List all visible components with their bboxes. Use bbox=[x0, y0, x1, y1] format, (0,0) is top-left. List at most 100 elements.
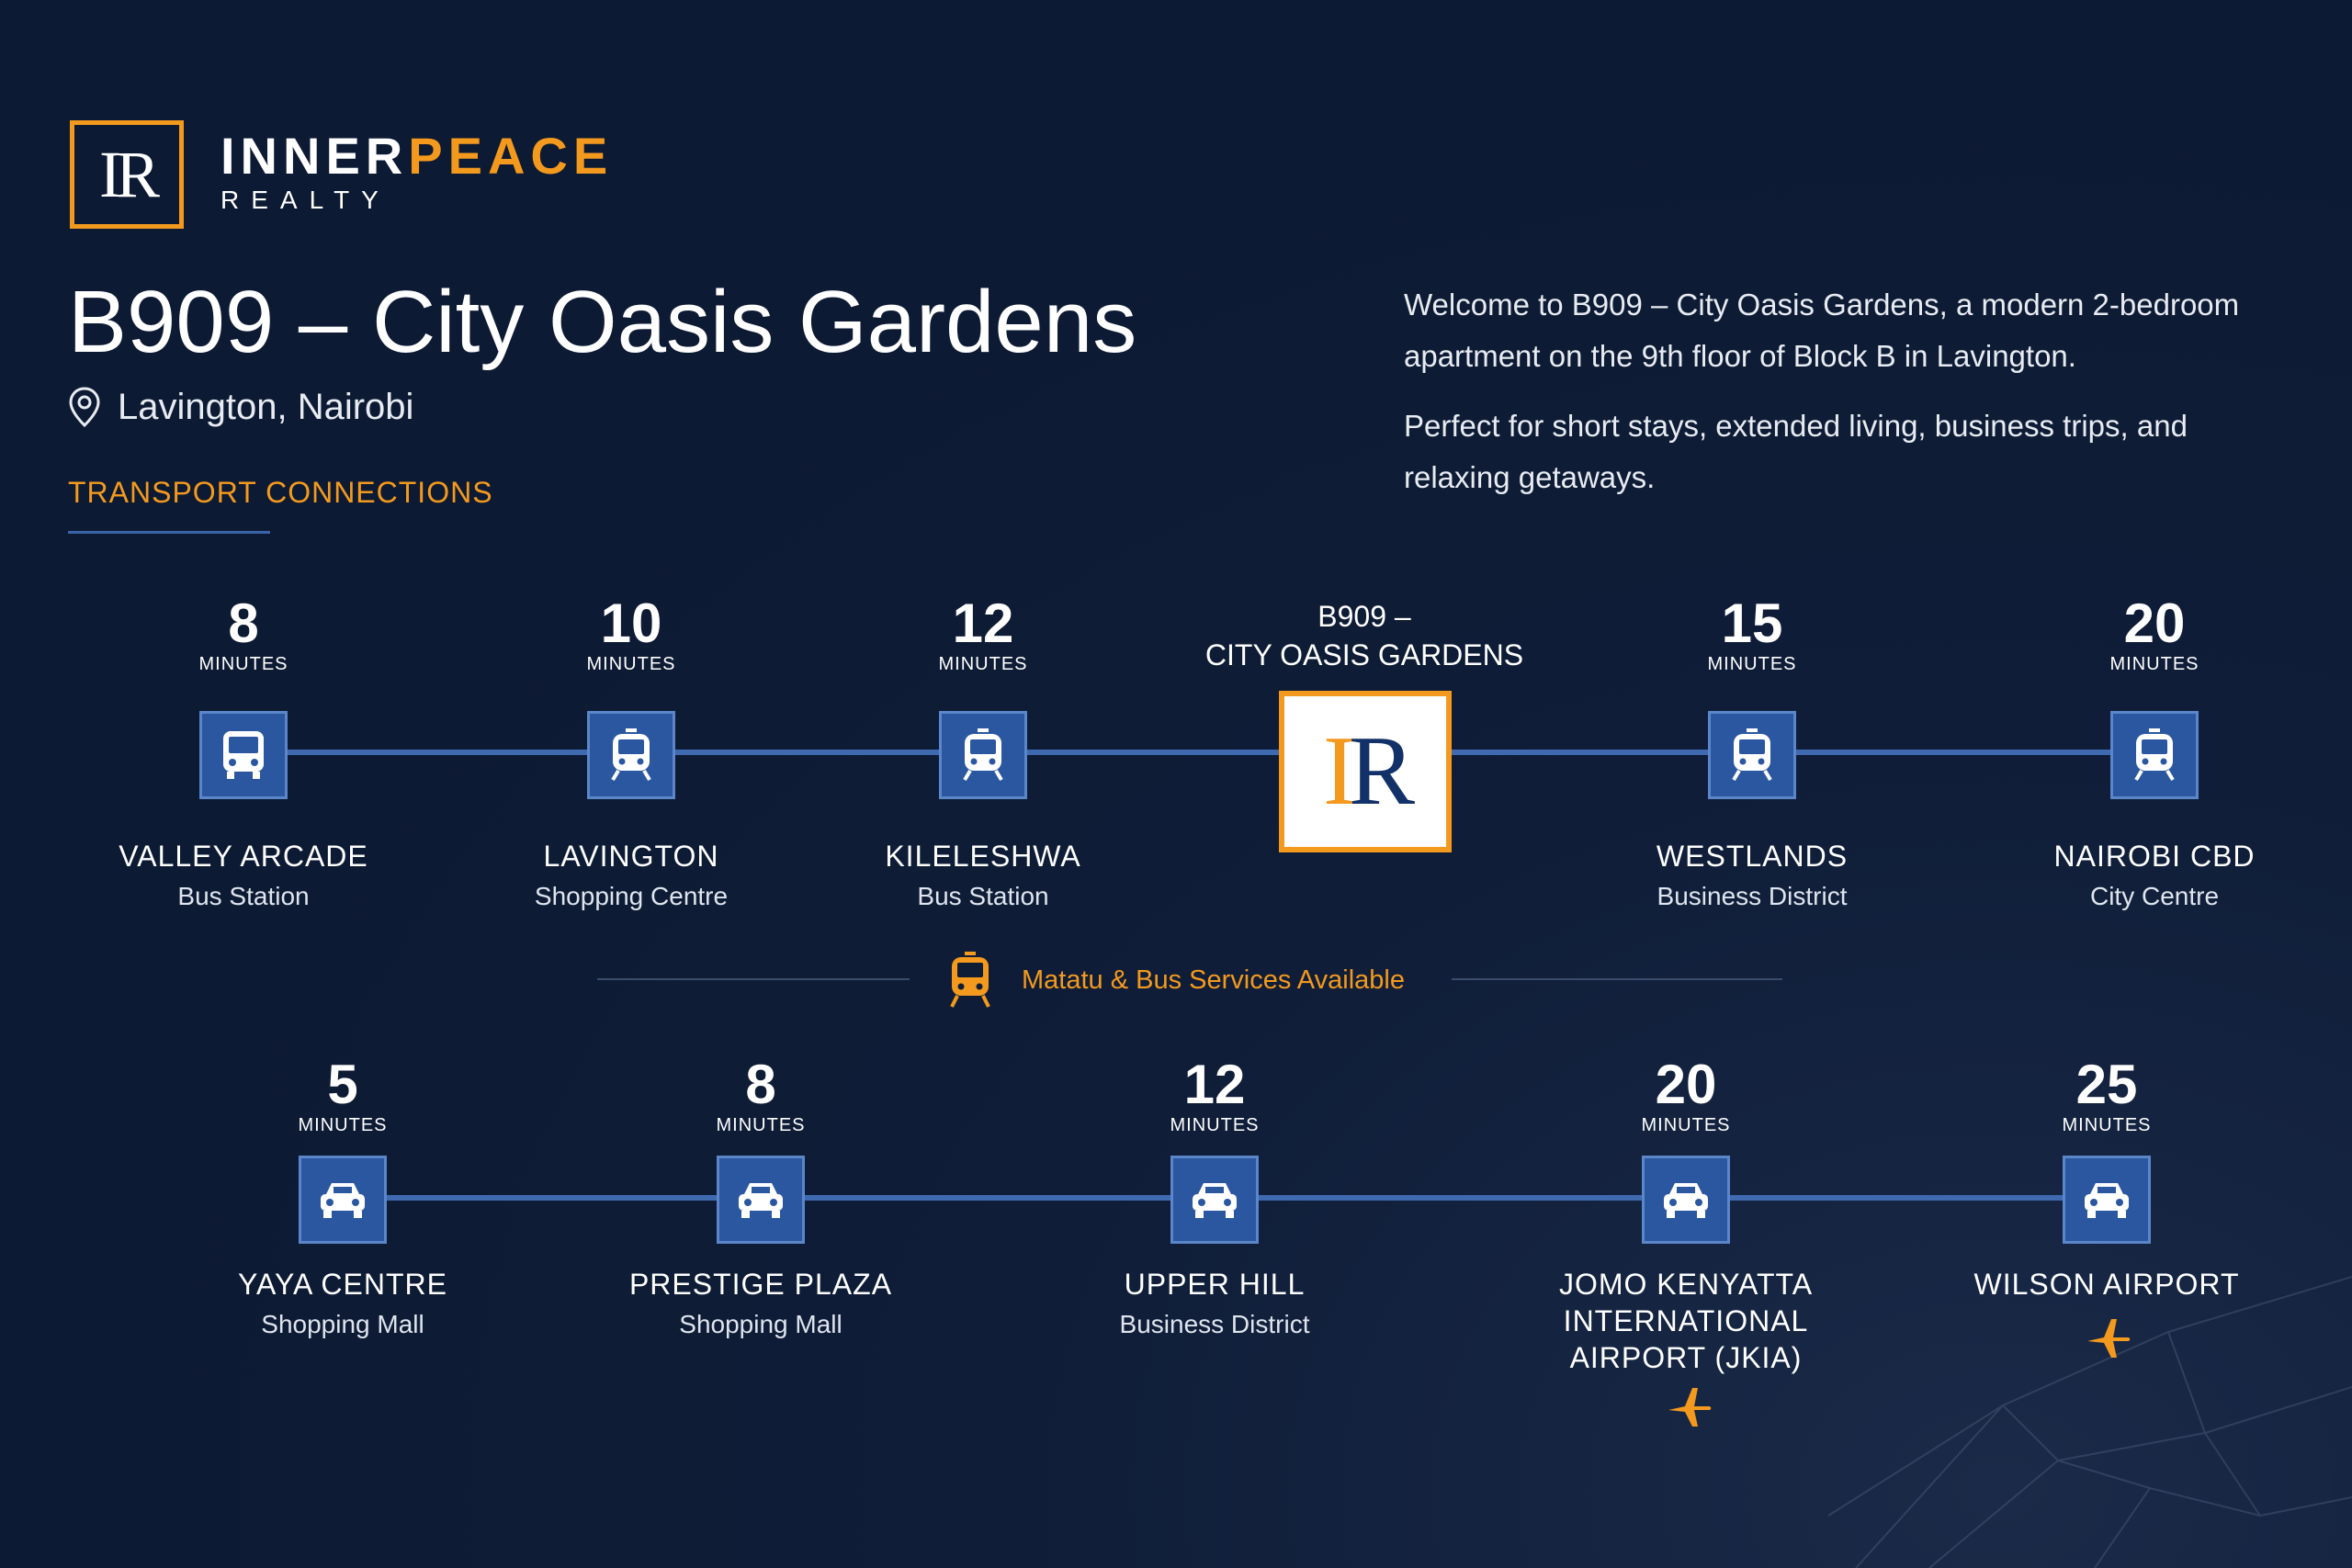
place-name: PRESTIGE PLAZA bbox=[628, 1268, 893, 1301]
transit-time-lavington: 10 MINUTES bbox=[530, 595, 732, 675]
intro-text: Welcome to B909 – City Oasis Gardens, a … bbox=[1404, 279, 2286, 522]
minutes-label: MINUTES bbox=[586, 654, 676, 674]
car-icon-box bbox=[1170, 1156, 1259, 1244]
minutes-value: 20 bbox=[1655, 1054, 1717, 1115]
bus-icon bbox=[223, 731, 264, 779]
car-icon-box bbox=[717, 1156, 805, 1244]
car-time-yaya-centre: 5 MINUTES bbox=[242, 1056, 444, 1136]
place-sub: Bus Station bbox=[917, 882, 1049, 910]
place-sub: Bus Station bbox=[177, 882, 310, 910]
minutes-label: MINUTES bbox=[198, 654, 288, 674]
minutes-label: MINUTES bbox=[1707, 654, 1797, 674]
place-name: YAYA CENTRE bbox=[238, 1268, 447, 1301]
tram-icon bbox=[611, 728, 651, 782]
brand-name: INNERPEACE REALTY bbox=[220, 129, 613, 215]
minutes-label: MINUTES bbox=[298, 1115, 388, 1135]
transit-time-kileleshwa: 12 MINUTES bbox=[882, 595, 1084, 675]
minutes-value: 12 bbox=[1183, 1054, 1246, 1115]
divider-left bbox=[597, 978, 910, 980]
minutes-value: 25 bbox=[2075, 1054, 2138, 1115]
place-name: LAVINGTON bbox=[543, 840, 719, 873]
transit-time-valley-arcade: 8 MINUTES bbox=[142, 595, 345, 675]
tram-icon-box bbox=[2110, 711, 2199, 799]
place-sub: Shopping Mall bbox=[679, 1310, 842, 1338]
minutes-label: MINUTES bbox=[1170, 1115, 1260, 1135]
place-sub: Business District bbox=[1657, 882, 1848, 910]
transit-track-right bbox=[1452, 750, 2155, 755]
car-icon bbox=[2085, 1183, 2129, 1218]
minutes-label: MINUTES bbox=[2109, 654, 2199, 674]
transit-time-nairobi-cbd: 20 MINUTES bbox=[2053, 595, 2256, 675]
location: Lavington, Nairobi bbox=[68, 386, 413, 428]
tram-icon bbox=[963, 728, 1003, 782]
car-place-upper-hill: UPPER HILL Business District bbox=[1040, 1266, 1389, 1343]
transit-track-left bbox=[243, 750, 1279, 755]
place-sub: Business District bbox=[1119, 1310, 1310, 1338]
airplane-icon bbox=[1668, 1388, 1712, 1427]
services-banner: Matatu & Bus Services Available bbox=[946, 950, 1405, 1010]
place-name: NAIROBI CBD bbox=[2053, 840, 2256, 873]
car-icon bbox=[739, 1183, 783, 1218]
car-icon-box bbox=[2063, 1156, 2151, 1244]
place-name: WESTLANDS bbox=[1656, 840, 1849, 873]
tram-icon-box bbox=[587, 711, 675, 799]
logo-mark: IR bbox=[99, 137, 160, 211]
bus-icon-box bbox=[199, 711, 288, 799]
place-name: JOMO KENYATTA INTERNATIONAL AIRPORT (JKI… bbox=[1558, 1268, 1814, 1374]
place-name: WILSON AIRPORT bbox=[1973, 1268, 2240, 1301]
minutes-label: MINUTES bbox=[2062, 1115, 2152, 1135]
car-icon-box bbox=[1642, 1156, 1730, 1244]
divider-right bbox=[1452, 978, 1782, 980]
tram-icon bbox=[1732, 728, 1772, 782]
brand-sub: REALTY bbox=[220, 186, 390, 214]
intro-paragraph-1: Welcome to B909 – City Oasis Gardens, a … bbox=[1404, 288, 2240, 373]
brand-name-inner: INNER bbox=[220, 127, 409, 185]
section-label: TRANSPORT CONNECTIONS bbox=[68, 476, 493, 509]
tram-icon-box bbox=[1708, 711, 1796, 799]
transit-place-kileleshwa: KILELESHWA Bus Station bbox=[808, 838, 1158, 915]
car-icon bbox=[321, 1183, 365, 1218]
tram-icon bbox=[950, 952, 990, 1008]
minutes-label: MINUTES bbox=[938, 654, 1028, 674]
car-place-jkia: JOMO KENYATTA INTERNATIONAL AIRPORT (JKI… bbox=[1493, 1266, 1879, 1376]
minutes-value: 8 bbox=[228, 592, 259, 654]
place-name: VALLEY ARCADE bbox=[119, 840, 368, 873]
minutes-label: MINUTES bbox=[1641, 1115, 1731, 1135]
car-time-upper-hill: 12 MINUTES bbox=[1114, 1056, 1316, 1136]
place-sub: Shopping Mall bbox=[261, 1310, 424, 1338]
car-place-prestige-plaza: PRESTIGE PLAZA Shopping Mall bbox=[586, 1266, 935, 1343]
center-label-line1: B909 – bbox=[1317, 600, 1411, 633]
center-mark-r: R bbox=[1348, 716, 1415, 826]
airplane-icon bbox=[2087, 1319, 2131, 1358]
center-property-logo: IR bbox=[1279, 691, 1452, 852]
services-label: Matatu & Bus Services Available bbox=[1022, 964, 1405, 995]
car-icon-box bbox=[299, 1156, 387, 1244]
location-pin-icon bbox=[69, 387, 100, 428]
section-underline bbox=[68, 531, 270, 534]
transit-time-westlands: 15 MINUTES bbox=[1651, 595, 1853, 675]
transit-place-westlands: WESTLANDS Business District bbox=[1577, 838, 1927, 915]
map-decoration bbox=[1827, 1276, 2352, 1568]
car-place-yaya-centre: YAYA CENTRE Shopping Mall bbox=[168, 1266, 517, 1343]
place-sub: City Centre bbox=[2089, 882, 2220, 910]
transit-place-nairobi-cbd: NAIROBI CBD City Centre bbox=[1980, 838, 2329, 915]
minutes-value: 10 bbox=[600, 592, 662, 654]
center-label-line2: CITY OASIS GARDENS bbox=[1204, 638, 1524, 671]
car-time-jkia: 20 MINUTES bbox=[1585, 1056, 1787, 1136]
location-text: Lavington, Nairobi bbox=[118, 386, 414, 427]
tram-icon bbox=[2134, 728, 2175, 782]
place-name: KILELESHWA bbox=[885, 840, 1081, 873]
minutes-value: 20 bbox=[2123, 592, 2186, 654]
center-mark-i: I bbox=[1322, 716, 1356, 826]
intro-paragraph-2: Perfect for short stays, extended living… bbox=[1404, 409, 2188, 494]
place-name: UPPER HILL bbox=[1124, 1268, 1306, 1301]
center-property-label: B909 – CITY OASIS GARDENS bbox=[1181, 597, 1548, 674]
car-time-wilson-airport: 25 MINUTES bbox=[2006, 1056, 2208, 1136]
car-icon bbox=[1664, 1183, 1708, 1218]
brand-name-peace: PEACE bbox=[408, 127, 614, 185]
car-icon bbox=[1193, 1183, 1237, 1218]
tram-icon-box bbox=[939, 711, 1027, 799]
transit-place-valley-arcade: VALLEY ARCADE Bus Station bbox=[69, 838, 418, 915]
place-sub: Shopping Centre bbox=[534, 882, 729, 910]
